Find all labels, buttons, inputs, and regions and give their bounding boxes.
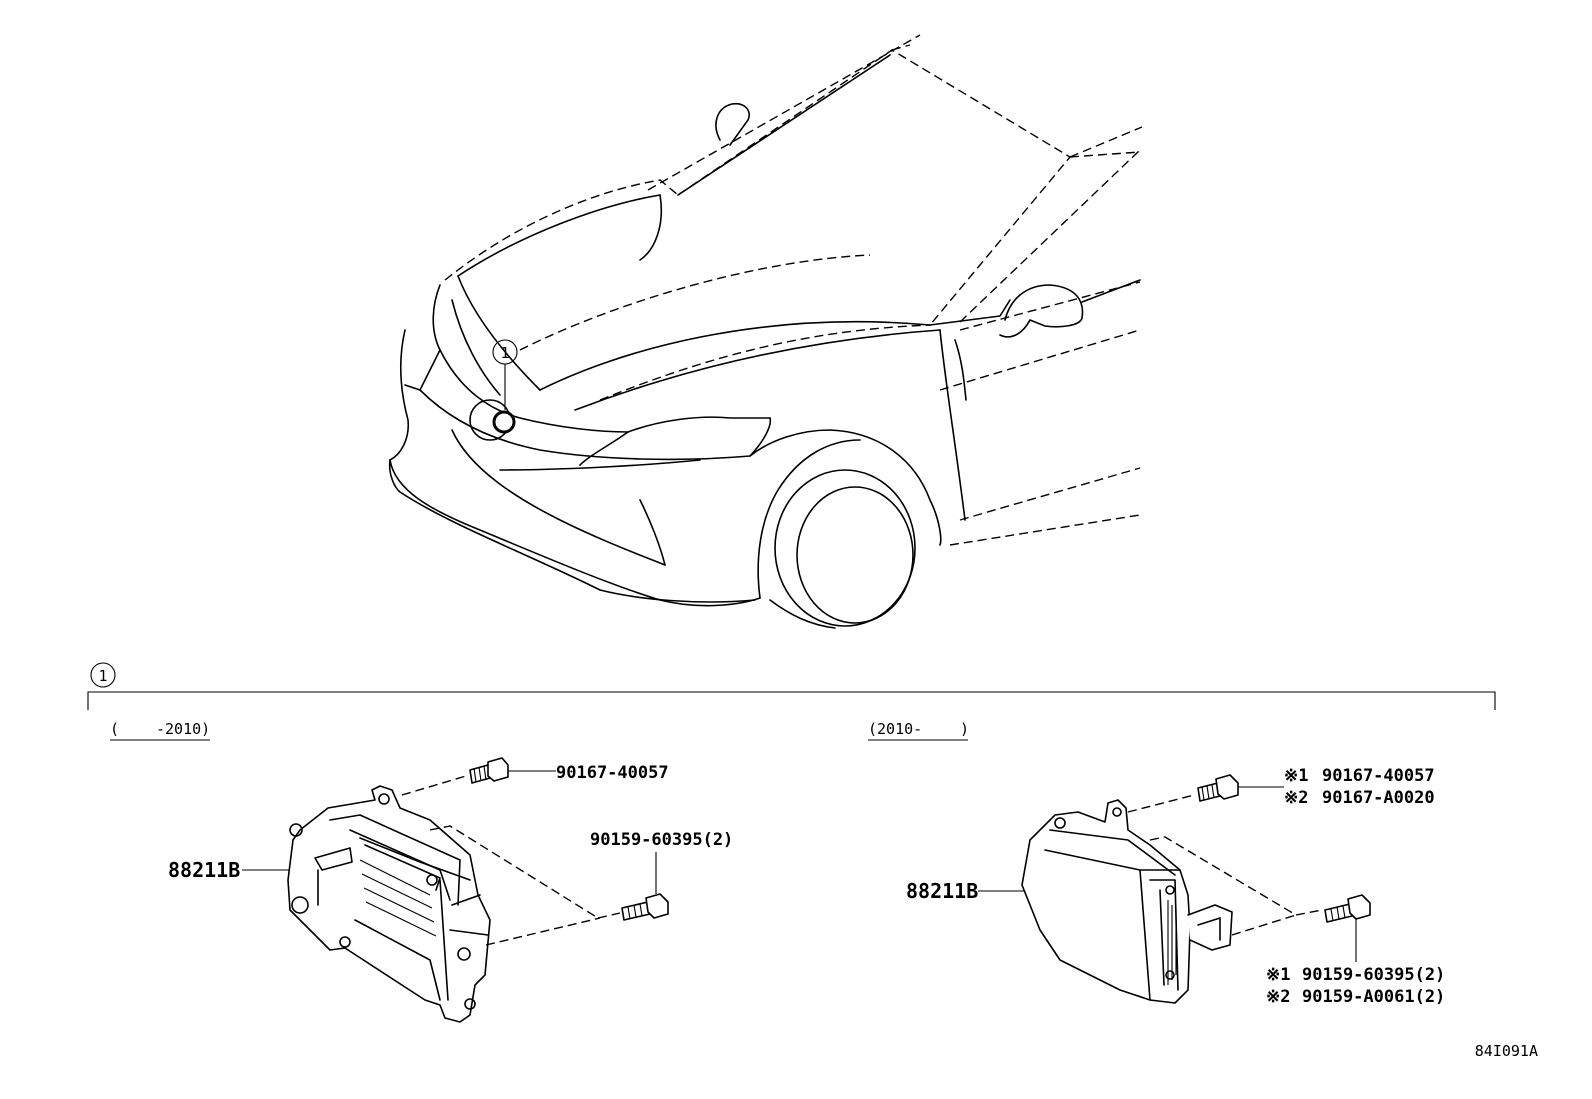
car-callout-number: 1 [500, 344, 509, 362]
right-screw-mark-2: ※2 [1266, 987, 1290, 1007]
left-screw-part-number: 90159-60395(2) [590, 830, 733, 850]
screw-90159-60395-left [621, 893, 669, 921]
bolt-90167-right [1197, 774, 1239, 802]
radar-sensor-module-left [287, 785, 491, 1023]
right-period-label: (2010- [868, 720, 922, 738]
car-illustration: 1 [388, 34, 1143, 629]
figure-code: 84I091A [1475, 1042, 1538, 1060]
right-period-close: ) [960, 720, 969, 738]
right-bolt-part-number-2: 90167-A0020 [1322, 788, 1435, 808]
left-period-label: -2010) [156, 720, 210, 738]
left-bolt-part-number: 90167-40057 [556, 763, 669, 783]
left-module-part-number: 88211B [168, 858, 240, 882]
right-bolt-part-number-1: 90167-40057 [1322, 766, 1435, 786]
right-panel: (2010- ) ※1 90167-4005 [868, 720, 1445, 1007]
section-callout-number: 1 [98, 667, 107, 685]
right-module-part-number: 88211B [906, 879, 978, 903]
left-panel: ( -2010) [110, 720, 733, 1023]
right-screw-mark-1: ※1 [1266, 965, 1290, 985]
left-period-open: ( [110, 720, 119, 738]
screw-90159-right [1324, 894, 1371, 923]
right-bolt-mark-1: ※1 [1284, 766, 1308, 786]
section-bracket: 1 [87, 662, 1496, 710]
radar-sensor-module-right [1021, 799, 1233, 1004]
right-bolt-mark-2: ※2 [1284, 788, 1308, 808]
right-screw-part-number-1: 90159-60395(2) [1302, 965, 1445, 985]
bolt-90167-40057-left [469, 757, 509, 784]
right-screw-part-number-2: 90159-A0061(2) [1302, 987, 1445, 1007]
